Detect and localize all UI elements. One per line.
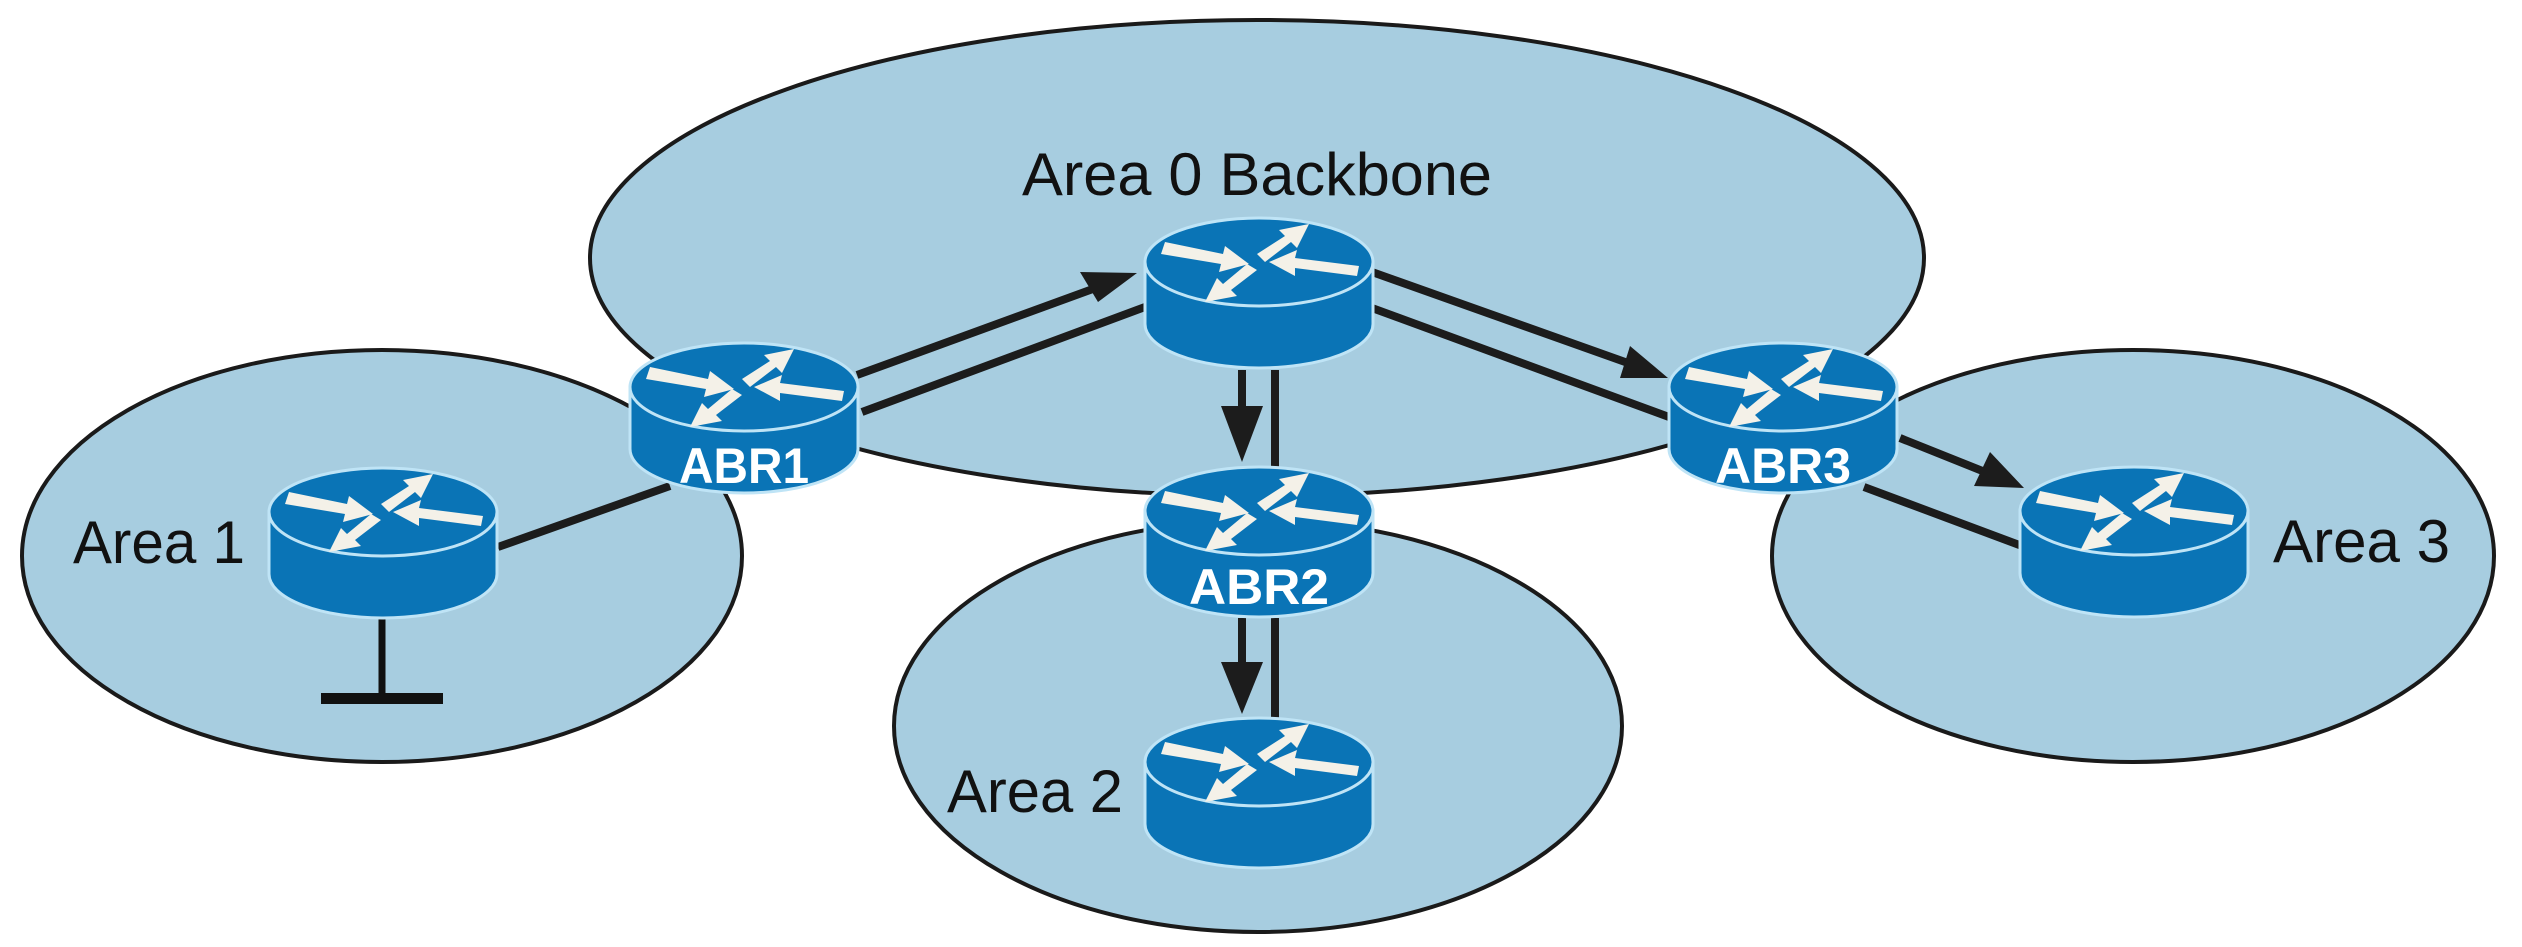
arrowhead-icon [1974,452,2024,488]
area-1-outline [20,348,744,764]
router-abr1[interactable]: ABR1 [628,341,860,495]
link-abr3-r3 [1862,483,2024,550]
link-r1-abr1 [496,482,672,551]
router-abr2[interactable]: ABR2 [1143,465,1375,619]
router-area2[interactable] [1143,716,1375,870]
router-abr3[interactable]: ABR3 [1667,341,1899,495]
area-1-label: Area 1 [73,509,245,576]
area-2-label: Area 2 [947,758,1123,825]
arrowhead-icon [1221,406,1263,462]
area-3-outline [1770,348,2496,764]
router-area1[interactable] [267,466,499,620]
arrowhead-icon [1080,272,1137,302]
link-abr1-backbone [860,303,1147,416]
router-area3[interactable] [2018,465,2250,619]
router-label-abr2: ABR2 [1189,559,1329,615]
area-3-label: Area 3 [2273,508,2450,575]
router-label-abr1: ABR1 [679,438,809,494]
link-backbone-abr3-directed [1370,268,1644,372]
links [496,268,2024,718]
area-0-label: Area 0 Backbone [1022,141,1492,208]
arrowhead-icon [1620,346,1668,378]
link-backbone-abr3 [1370,304,1671,421]
router-label-abr3: ABR3 [1715,438,1851,494]
link-abr1-backbone-directed [855,278,1114,379]
network-segment-icon [321,618,443,704]
router-backbone[interactable] [1143,216,1375,370]
arrowhead-icon [1221,662,1263,714]
